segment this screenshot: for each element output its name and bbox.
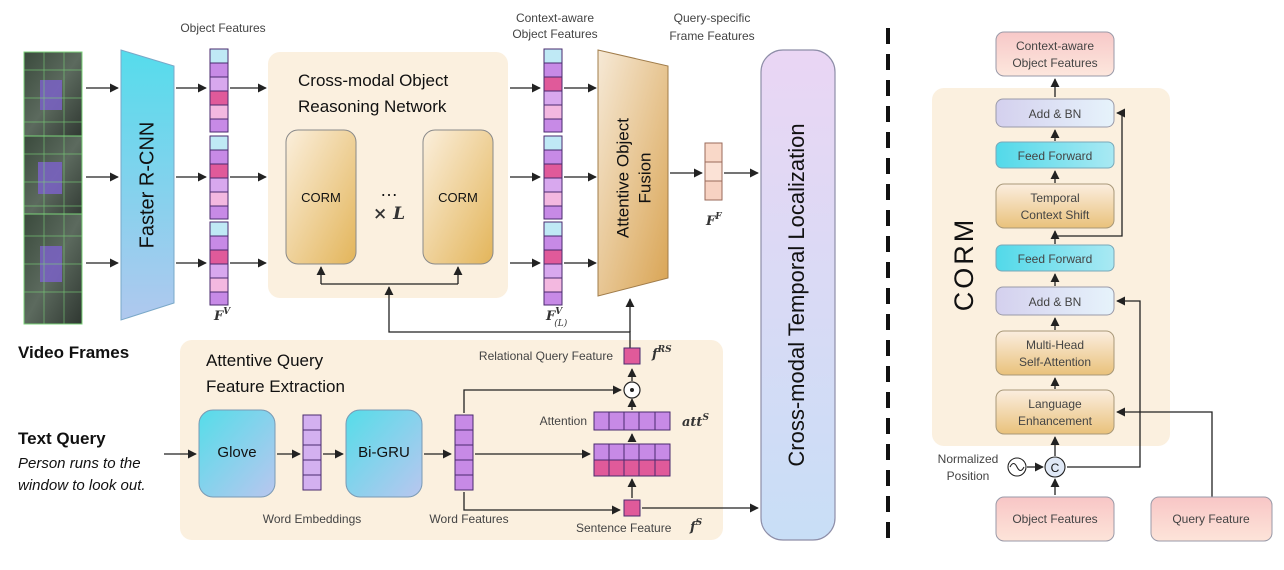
query-feature-input [1150,496,1273,542]
faster-rcnn-label: Faster R-CNN [136,122,158,249]
word-features-label: Word Features [429,512,508,526]
fv-symbol: FV [213,307,231,324]
aqfe-title-1: Attentive Query [206,351,324,370]
context-aware-label-1: Context-aware [516,11,594,25]
glove-block [198,409,276,498]
language-enhancement-label-2: Enhancement [1018,414,1093,428]
object-feature-column [209,48,229,133]
corm-block-right [422,129,494,265]
word-feature-column [454,414,474,491]
feed-forward-bottom [995,244,1115,272]
faster-rcnn-block [120,49,175,321]
sine-wave-icon [1007,457,1027,477]
bigru-label: Bi-GRU [358,444,410,461]
corm-output-label-2: Object Features [1012,56,1097,70]
concat-symbol: C [1051,461,1060,475]
ff-symbol: FF [705,212,722,229]
object-feature-column [209,135,229,220]
relational-query-cell [623,347,641,365]
object-features-input-label: Object Features [1012,512,1097,526]
corm-output-label-1: Context-aware [1016,39,1094,53]
temporal-shift-label-1: Temporal [1030,191,1079,205]
bigru-block [345,409,423,498]
temporal-shift-block [995,183,1115,229]
text-query-line-1: Person runs to the [18,455,141,472]
attentive-fusion-block [597,49,669,297]
video-frame [23,135,83,223]
att-symbol: attS [682,413,709,430]
frs-symbol: fRS [651,345,672,362]
feed-forward-bottom-label: Feed Forward [1018,252,1093,266]
corm-label-left: CORM [301,190,341,205]
attention-weights [593,411,671,431]
query-specific-label-1: Query-specific [674,11,751,25]
object-features-label: Object Features [180,21,265,35]
corm-title: CORM [949,217,979,312]
ff-feature-column [704,142,723,201]
relational-query-label: Relational Query Feature [479,349,613,363]
context-feature-column [543,221,563,306]
query-feature-input-label: Query Feature [1172,512,1250,526]
add-bn-bottom-label: Add & BN [1029,295,1082,309]
sentence-feature-cell [623,499,641,517]
object-feature-column [209,221,229,306]
object-features-input [995,496,1115,542]
mhsa-block [995,330,1115,376]
ellipsis: … [380,180,398,200]
normalized-position-label-2: Position [947,469,990,483]
cornet-title-1: Cross-modal Object [298,71,448,90]
text-query-title: Text Query [18,429,106,448]
mhsa-label-1: Multi-Head [1026,338,1084,352]
corm-output-block [995,31,1115,77]
word-embedding-column [302,414,322,491]
language-enhancement-block [995,389,1115,435]
fusion-label-1: Attentive Object [613,118,632,238]
corm-label-right: CORM [438,190,478,205]
context-feature-column [543,135,563,220]
add-bn-bottom [995,286,1115,316]
attention-matrix [593,443,671,477]
attention-label: Attention [540,414,587,428]
normalized-position-label-1: Normalized [938,452,999,466]
language-enhancement-label-1: Language [1028,397,1082,411]
add-bn-top [995,98,1115,128]
concat-circle-icon [1044,456,1066,478]
video-frames-label: Video Frames [18,343,129,362]
video-frames [23,51,83,325]
text-query-line-2: window to look out. [18,477,146,494]
context-feature-column [543,48,563,133]
corm-block-left [285,129,357,265]
times-L: × L [373,204,405,224]
fs-symbol: fS [689,518,703,535]
aqfe-title-2: Feature Extraction [206,377,345,396]
video-frame [23,213,83,325]
query-specific-label-2: Frame Features [669,29,754,43]
mhsa-label-2: Self-Attention [1019,355,1091,369]
fusion-label-2: Fusion [635,152,654,203]
cornet-title-2: Reasoning Network [298,97,447,116]
feed-forward-top [995,141,1115,169]
context-aware-label-2: Object Features [512,27,597,41]
fvL-symbol: FV(L) [545,307,568,329]
temporal-localization-block [760,49,836,541]
sentence-feature-label: Sentence Feature [576,521,672,535]
word-embeddings-label: Word Embeddings [263,512,362,526]
video-frame [23,51,83,139]
glove-label: Glove [217,444,256,461]
feed-forward-top-label: Feed Forward [1018,149,1093,163]
add-bn-top-label: Add & BN [1029,107,1082,121]
temporal-localization-label: Cross-modal Temporal Localization [784,123,809,466]
temporal-shift-label-2: Context Shift [1021,208,1090,222]
